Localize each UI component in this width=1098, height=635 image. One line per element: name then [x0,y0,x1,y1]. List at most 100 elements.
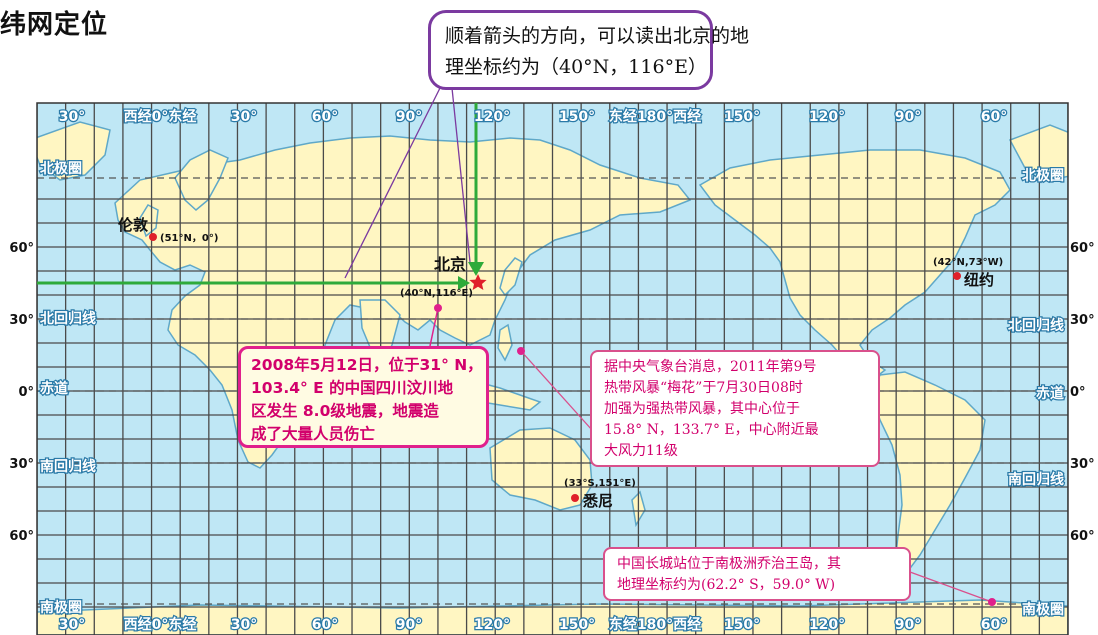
japan [499,257,523,297]
special-line-label: 北极圈 [40,160,82,177]
latitude-label: 60° [1070,529,1095,544]
typhoon-marker [517,347,525,355]
latitude-labels-left: 60° 30° 0° 30° 60° [9,241,34,544]
quake-line: 2008年5月12日，位于31° N， [251,356,483,374]
special-line-label: 南极圈 [1022,601,1064,618]
special-line-label: 南回归线 [1008,471,1064,488]
latitude-label: 30° [1070,313,1095,328]
newyork-label: 纽约 [964,271,994,289]
typhoon-line: 15.8° N，133.7° E，中心附近最 [604,422,819,438]
beijing-guide-lines [37,103,478,285]
longitude-label: 120° [809,617,845,633]
longitude-label: 90° [895,109,921,125]
latitude-label: 60° [1070,241,1095,256]
longitude-label: 东经180°西经 [609,108,701,125]
longitude-label: 150° [724,617,760,633]
city-newyork: (42°N,73°W) 纽约 [933,257,1003,289]
south-america [871,371,986,577]
latitude-label: 60° [9,241,34,256]
longitude-label: 西经0°东经 [124,616,197,633]
longitude-label: 西经0°东经 [124,108,197,125]
typhoon-line: 据中央气象台消息，2011年第9号 [604,359,817,375]
special-line-label: 北回归线 [1008,317,1064,334]
quake-line: 成了大量人员伤亡 [251,425,376,443]
typhoon-pointer [520,350,593,431]
sydney-dot [571,494,579,502]
longitude-label: 60° [981,109,1007,125]
london-coord: (51°N，0°) [160,233,218,244]
special-line-label: 北回归线 [40,310,96,327]
top-callout-pointers [344,87,471,279]
quake-line: 103.4° E 的中国四川汶川地 [251,379,454,397]
greatwall-line: 中国长城站位于南极洲乔治王岛，其 [617,556,841,572]
special-parallels [37,177,1068,605]
longitude-label: 60° [312,617,338,633]
london-label: 伦敦 [118,216,149,234]
greatwall-callout: 中国长城站位于南极洲乔治王岛，其 地理坐标约为(62.2° S，59.0° W) [603,547,911,601]
city-london: 伦敦 (51°N，0°) [118,216,218,244]
latitude-label: 60° [9,529,34,544]
latitude-label: 0° [1070,385,1086,400]
quake-line: 区发生 8.0级地震，地震造 [251,402,439,420]
longitude-label: 150° [559,109,595,125]
longitude-label: 30° [59,109,85,125]
star-icon [469,274,487,290]
latitude-label: 0° [18,385,34,400]
map-border [36,102,1069,635]
london-dot [149,233,157,241]
typhoon-line: 热带风暴“梅花”于7月30日08时 [604,380,803,396]
longitude-label: 90° [396,109,422,125]
longitude-label: 30° [231,109,257,125]
longitude-label: 30° [231,617,257,633]
longitude-label: 60° [981,617,1007,633]
latitude-label: 30° [9,313,34,328]
british-isles [139,204,159,238]
beijing-label: 北京 [434,255,466,274]
typhoon-line: 加强为强热带风暴，其中心位于 [604,401,800,417]
special-line-label: 赤道 [1036,385,1064,402]
latitude-label: 30° [9,457,34,472]
latitude-labels-right: 60° 30° 0° 30° 60° [1070,241,1095,544]
longitude-label: 90° [396,617,422,633]
latitude-label: 30° [1070,457,1095,472]
north-america [698,149,1011,379]
greatwall-line: 地理坐标约为(62.2° S，59.0° W) [617,577,836,593]
longitude-label: 120° [474,109,510,125]
special-line-label: 赤道 [40,380,68,397]
beijing-callout: 顺着箭头的方向，可以读出北京的地 理坐标约为（40°N，116°E） [428,10,750,90]
beijing-callout-line1: 顺着箭头的方向，可以读出北京的地 [445,25,750,47]
longitude-label: 90° [895,617,921,633]
city-beijing: 北京 (40°N,116°E) [400,255,487,299]
beijing-coord: (40°N,116°E) [400,288,473,299]
australia [489,427,593,511]
special-line-label: 南极圈 [40,599,82,616]
newyork-coord: (42°N,73°W) [933,257,1003,268]
longitude-labels-bottom: 30° 西经0°东经 30° 60° 90° 120° 150° 东经180°西经 150° 12… [58,615,1009,635]
longitude-label: 120° [474,617,510,633]
page-title: 纬网定位 [0,10,109,40]
typhoon-callout: 据中央气象台消息，2011年第9号 热带风暴“梅花”于7月30日08时 加强为强… [590,350,880,467]
arrow-down-icon [468,262,484,276]
sydney-label: 悉尼 [582,492,613,510]
longitude-label: 60° [312,109,338,125]
greatwall-marker [988,598,996,606]
quake-pointer [429,307,439,347]
typhoon-line: 大风力11级 [604,443,678,459]
arrow-right-icon [458,276,470,290]
greenland [37,121,111,181]
city-sydney: (33°S,151°E) 悉尼 [564,478,636,510]
sydney-coord: (33°S,151°E) [564,478,636,489]
longitude-label: 30° [59,617,85,633]
special-line-label: 南回归线 [40,458,96,475]
special-line-label: 北极圈 [1022,167,1064,184]
beijing-callout-line2: 理坐标约为（40°N，116°E） [445,56,707,78]
longitude-label: 120° [809,109,845,125]
newyork-dot [953,272,961,280]
greatwall-pointer [909,571,993,603]
quake-marker [434,304,442,312]
longitude-label: 东经180°西经 [609,616,701,633]
longitude-label: 150° [559,617,595,633]
